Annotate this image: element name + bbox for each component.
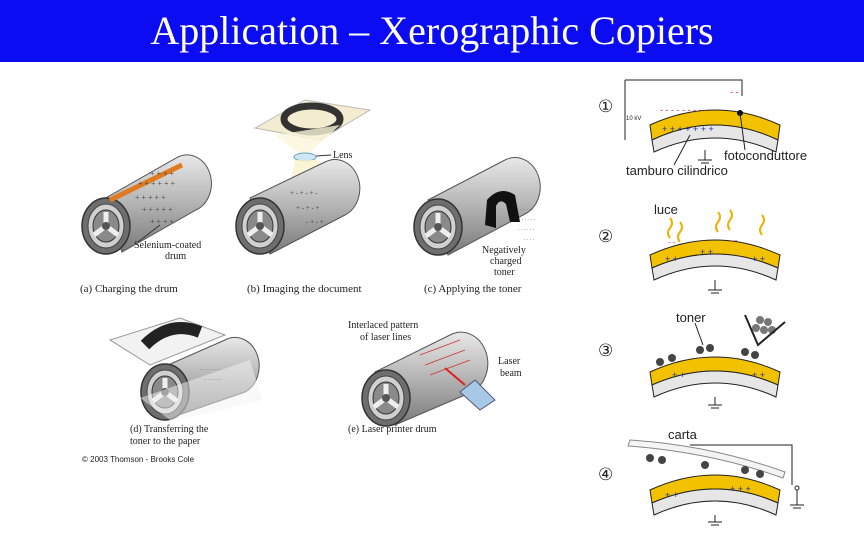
- label-negatively: Negatively: [482, 245, 526, 256]
- caption-b: (b) Imaging the document: [247, 283, 362, 295]
- svg-text:- - - - - - - - -: - - - - - - - - -: [660, 105, 707, 115]
- panel-a-charging-drum: + + + + ++ + + + ++ + + + + + + + + ++ +…: [82, 154, 212, 254]
- label-charged: charged: [490, 256, 521, 267]
- step-4-number: ④: [598, 465, 613, 484]
- svg-text:+ + + +: + + + +: [150, 217, 175, 226]
- svg-text:+ +: + +: [665, 254, 678, 264]
- svg-text:. . . . .: . . . . .: [522, 216, 536, 222]
- svg-text:+ - + - +: + - + - +: [296, 204, 320, 212]
- label-carta: carta: [668, 427, 698, 442]
- label-interlaced-2: of laser lines: [360, 332, 411, 343]
- title-bar: Application – Xerographic Copiers: [0, 0, 864, 62]
- label-luce: luce: [654, 202, 678, 217]
- svg-text:+ + + + +: + + + + +: [135, 193, 166, 202]
- svg-text:- -: - -: [668, 238, 676, 247]
- svg-text:+ + + +: + + + +: [150, 169, 175, 178]
- caption-d-line2: toner to the paper: [130, 436, 201, 447]
- caption-a: (a) Charging the drum: [80, 283, 178, 295]
- label-fotoconduttore: fotoconduttore: [724, 148, 807, 163]
- label-10kv: 10 kV: [626, 116, 641, 122]
- step-3-toner: + + + +: [649, 314, 786, 409]
- label-beam: beam: [500, 368, 522, 379]
- step-4-transfer: + + + + +: [627, 439, 804, 526]
- svg-text:- -: - -: [730, 87, 739, 97]
- svg-text:+ + + + +: + + + + +: [142, 205, 173, 214]
- label-lens: Lens: [333, 150, 353, 161]
- svg-text:+ - + - + -: + - + - + -: [290, 189, 318, 197]
- caption-d-line1: (d) Transferring the: [130, 424, 209, 435]
- label-selenium-coated: Selenium-coated: [134, 240, 201, 251]
- svg-text:- + - +: - + - +: [306, 218, 324, 226]
- label-tamburo: tamburo cilindrico: [626, 163, 728, 178]
- svg-text:+ +: + +: [700, 247, 713, 257]
- caption-e: (e) Laser printer drum: [348, 424, 437, 435]
- label-toner-it: toner: [676, 310, 706, 325]
- svg-text:. . . . .: . . . . .: [520, 206, 534, 212]
- panel-e-laser-printer-drum: [362, 331, 496, 426]
- svg-text:+ +: + +: [752, 254, 765, 264]
- label-drum: drum: [165, 251, 186, 262]
- label-toner: toner: [494, 267, 515, 278]
- svg-text:+ +: + +: [672, 370, 685, 380]
- step-1-charging: 10 kV + + + + + + + - - - - - - - - - - -: [624, 79, 781, 166]
- slide-title: Application – Xerographic Copiers: [150, 8, 714, 53]
- label-interlaced-1: Interlaced pattern: [348, 320, 418, 331]
- panel-b-imaging-document: + - + - + - + - + - + - + - +: [236, 99, 372, 254]
- copyright: © 2003 Thomson - Brooks Cole: [82, 455, 195, 464]
- step-2-number: ②: [598, 227, 613, 246]
- svg-text:+ + + + + + +: + + + + + + +: [662, 124, 714, 134]
- svg-text:. . . .: . . . .: [524, 236, 535, 242]
- panel-d-transferring-toner: . . . . . . . . . . . . .: [108, 317, 262, 420]
- step-3-number: ③: [598, 341, 613, 360]
- panel-c-applying-toner: . . . . . . . . . . . . . . . . . . . .: [414, 157, 541, 255]
- svg-text:+ +: + +: [665, 490, 678, 500]
- svg-text:- -: - -: [730, 236, 738, 245]
- svg-text:. . . . . . .: . . . . . . .: [200, 366, 220, 372]
- label-laser: Laser: [498, 356, 521, 367]
- step-1-number: ①: [598, 97, 613, 116]
- svg-text:+ +: + +: [752, 370, 765, 380]
- caption-c: (c) Applying the toner: [424, 283, 522, 295]
- svg-text:+ + + + + +: + + + + + +: [138, 179, 176, 188]
- svg-text:+ + +: + + +: [730, 484, 751, 494]
- svg-text:. . . . . .: . . . . . .: [205, 376, 222, 382]
- step-2-exposure: + + + + + + - - - -: [649, 209, 781, 294]
- svg-text:. . . . . .: . . . . . .: [518, 226, 535, 232]
